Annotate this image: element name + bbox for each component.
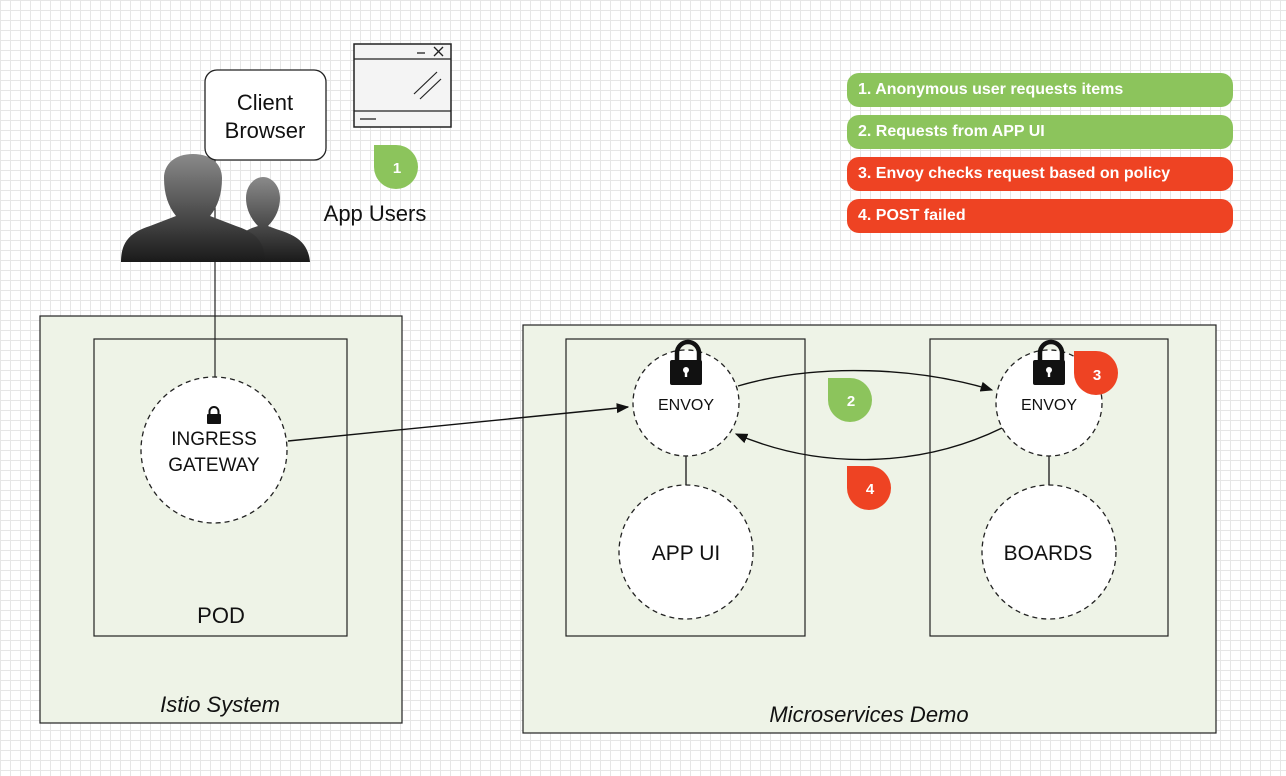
lock-icon <box>1033 339 1065 385</box>
gateway-to-envoy-arrow <box>287 403 630 442</box>
svg-text:4: 4 <box>866 481 875 498</box>
legend-item-3: 3. Envoy checks request based on policy <box>847 157 1233 191</box>
ingress-gateway-node <box>140 376 288 524</box>
legend-item-2: 2. Requests from APP UI <box>847 115 1233 149</box>
istio-system-label: Istio System <box>160 692 280 717</box>
microservices-demo-label: Microservices Demo <box>769 702 968 727</box>
step-1-marker: 1 <box>374 145 418 189</box>
browser-window-icon <box>353 43 452 128</box>
step-3-marker: 3 <box>1074 351 1118 395</box>
svg-text:1: 1 <box>393 160 401 177</box>
users-icon <box>121 154 310 262</box>
client-browser-bubble <box>204 69 327 161</box>
boards-label: BOARDS <box>1004 542 1093 565</box>
response-arrow <box>734 427 1003 461</box>
step-2-marker: 2 <box>828 378 872 422</box>
client-browser-label-line2: Browser <box>225 118 306 143</box>
request-arrow <box>737 369 994 392</box>
legend-item-4: 4. POST failed <box>847 199 1233 233</box>
envoy-left-node <box>632 349 740 457</box>
svg-text:2: 2 <box>847 393 855 410</box>
ingress-gateway-label-line1: INGRESS <box>171 429 257 450</box>
envoy-left-label: ENVOY <box>658 397 714 414</box>
lock-icon <box>670 339 702 385</box>
pod-label: POD <box>197 603 245 628</box>
app-ui-node <box>618 484 754 620</box>
envoy-right-label: ENVOY <box>1021 397 1077 414</box>
ingress-gateway-label-line2: GATEWAY <box>168 455 260 476</box>
app-users-label: App Users <box>324 201 427 226</box>
boards-node <box>981 484 1117 620</box>
lock-icon <box>207 406 221 424</box>
app-ui-label: APP UI <box>652 542 720 565</box>
client-browser-label-line1: Client <box>237 90 293 115</box>
legend-item-1: 1. Anonymous user requests items <box>847 73 1233 107</box>
svg-text:3: 3 <box>1093 367 1101 384</box>
step-4-marker: 4 <box>847 466 891 510</box>
